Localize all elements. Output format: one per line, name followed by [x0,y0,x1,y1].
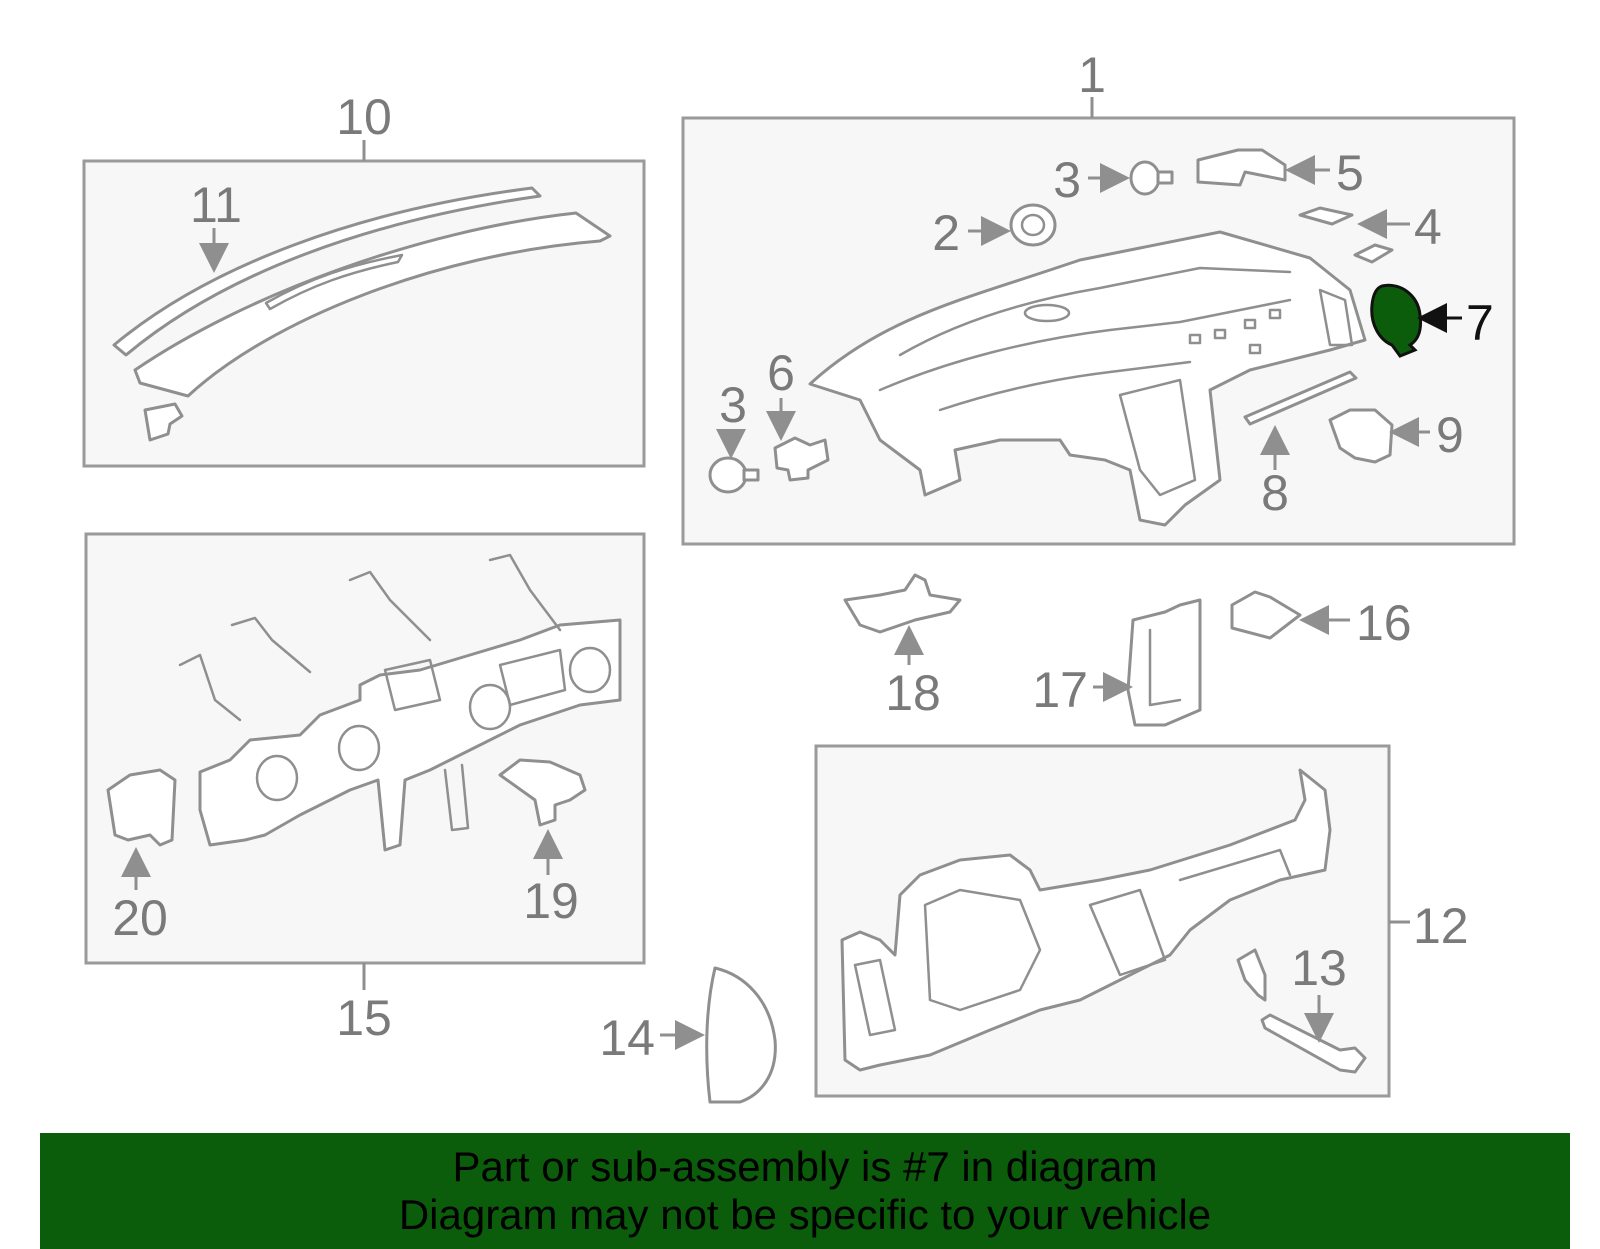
callout-13[interactable]: 13 [1291,940,1347,996]
callout-17[interactable]: 17 [1032,662,1088,718]
group-box-10: 10 11 [82,89,646,468]
banner-line-1: Part or sub-assembly is #7 in diagram [452,1143,1158,1190]
part-3-fastener-lower[interactable] [708,456,748,494]
callout-9[interactable]: 9 [1436,407,1464,463]
callout-7[interactable]: 7 [1466,295,1494,351]
part-17-bracket[interactable] [1126,598,1202,727]
callout-3-lower[interactable]: 3 [719,377,747,433]
info-banner: Part or sub-assembly is #7 in diagram Di… [40,1133,1570,1249]
part-1-instrument-panel[interactable] [808,230,1367,527]
callout-4[interactable]: 4 [1414,199,1442,255]
part-10-clip[interactable] [143,402,184,442]
part-15-support-frame[interactable] [198,618,622,852]
part-18-bracket[interactable] [843,573,962,634]
part-12-glove-box-frame[interactable] [840,768,1332,1072]
part-16-bracket[interactable] [1230,590,1302,640]
part-11-upper-trim[interactable] [112,186,542,357]
part-4-pad[interactable] [1298,206,1354,226]
group-box-15: 15 20 19 [84,532,646,1046]
part-8-strip[interactable] [1243,370,1358,426]
callout-15[interactable]: 15 [336,990,392,1046]
part-14-cover[interactable] [705,966,777,1104]
banner-line-2: Diagram may not be specific to your vehi… [398,1191,1212,1238]
callout-3-top[interactable]: 3 [1053,152,1081,208]
callout-14[interactable]: 14 [599,1010,655,1066]
callout-6[interactable]: 6 [767,345,795,401]
callout-12[interactable]: 12 [1413,898,1469,954]
part-20-bracket[interactable] [106,768,177,847]
callout-11[interactable]: 11 [190,177,242,233]
callout-5[interactable]: 5 [1336,145,1364,201]
part-13-bracket[interactable] [1260,1013,1367,1074]
group-box-1: 1 2 3 5 4 7 [681,47,1516,546]
part-19-bracket[interactable] [498,758,587,827]
part-3-fastener[interactable] [1129,160,1161,196]
part-9-bracket[interactable] [1328,408,1394,464]
part-2-grommet[interactable] [1009,203,1057,247]
callout-8[interactable]: 8 [1261,465,1289,521]
group-box-12: 12 13 [814,744,1469,1098]
part-6-clip[interactable] [773,436,830,482]
callout-18[interactable]: 18 [885,665,941,721]
callout-19[interactable]: 19 [523,873,579,929]
callout-1[interactable]: 1 [1078,47,1106,103]
part-10-dash-pad-trim[interactable] [133,211,612,398]
callout-16[interactable]: 16 [1356,595,1412,651]
callout-10[interactable]: 10 [336,89,392,145]
callout-20[interactable]: 20 [112,890,168,946]
loose-parts: 18 17 16 14 [599,573,1412,1104]
part-7-highlighted[interactable] [1370,283,1422,358]
callout-2[interactable]: 2 [932,205,960,261]
